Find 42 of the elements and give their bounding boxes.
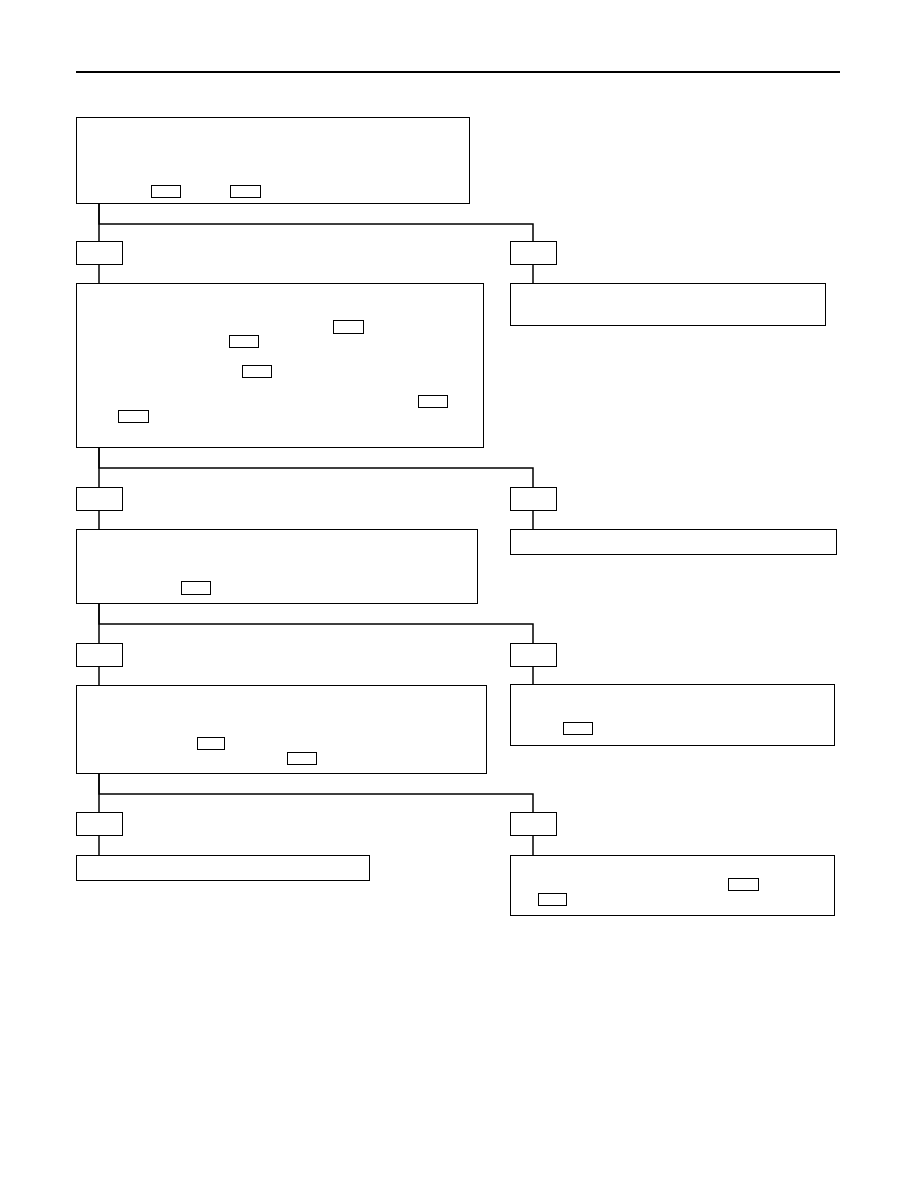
process-box <box>510 283 826 326</box>
reference-box <box>230 185 261 198</box>
reference-box <box>151 185 181 198</box>
reference-box <box>229 335 259 348</box>
connector-line <box>532 264 534 284</box>
branch-box <box>76 487 123 511</box>
branch-box <box>510 241 557 265</box>
process-box <box>76 855 370 881</box>
connector-line <box>98 666 100 686</box>
reference-box <box>538 893 567 906</box>
branch-box <box>510 643 557 667</box>
branch-box <box>510 487 557 511</box>
branch-box <box>76 241 123 265</box>
connector-line <box>98 773 534 813</box>
process-box <box>76 283 484 448</box>
reference-box <box>418 395 448 408</box>
connector-line <box>98 203 534 242</box>
process-box <box>510 855 835 916</box>
reference-box <box>197 737 225 750</box>
reference-box <box>333 320 364 334</box>
reference-box <box>287 752 317 765</box>
process-box <box>76 685 487 774</box>
connector-line <box>98 510 100 530</box>
connector-line <box>98 835 100 856</box>
reference-box <box>118 410 149 423</box>
connector-line <box>532 510 534 530</box>
process-box <box>76 117 470 204</box>
connector-line <box>532 666 534 685</box>
process-box <box>76 529 478 604</box>
reference-box <box>181 581 211 595</box>
reference-box <box>563 722 593 735</box>
connector-line <box>532 835 534 856</box>
connector-line <box>98 447 534 488</box>
connector-line <box>98 264 100 284</box>
process-box <box>510 684 835 746</box>
branch-box <box>76 643 123 667</box>
branch-box <box>76 812 123 836</box>
branch-box <box>510 812 557 836</box>
process-box <box>510 529 837 555</box>
connector-line <box>98 603 534 644</box>
reference-box <box>242 365 272 378</box>
reference-box <box>728 878 759 891</box>
